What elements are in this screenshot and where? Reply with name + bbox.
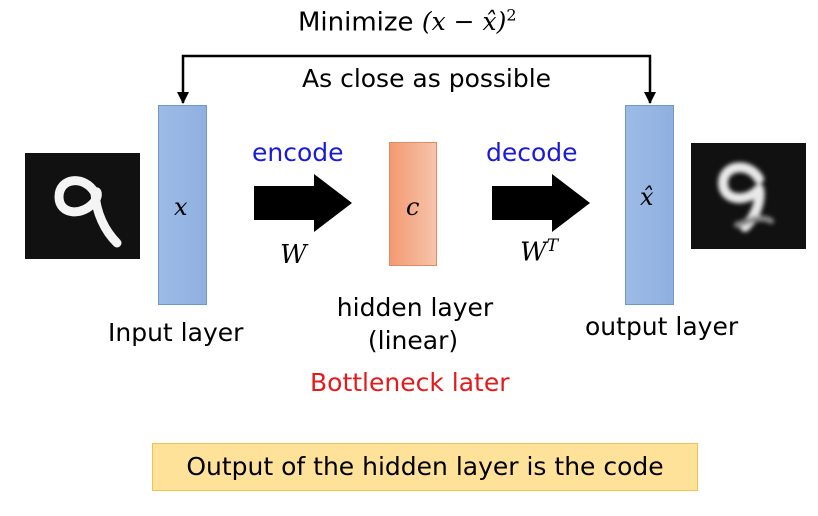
encoder-weight: W [280,240,307,270]
decoder-weight-base: W [520,237,547,268]
feedback-label: As close as possible [302,64,552,93]
hidden-layer-sublabel: (linear) [367,326,459,355]
output-variable: x̂ [640,183,654,211]
decode-arrow-icon [492,174,590,232]
hidden-layer-label: hidden layer [336,293,494,322]
input-digit-image [25,153,140,259]
hidden-variable: c [406,193,420,221]
encode-arrow-icon [254,174,352,232]
title-formula: (x − x̂)2 [421,6,517,37]
title: Minimize (x − x̂)2 [298,6,517,37]
code-note-text: Output of the hidden layer is the code [186,452,664,481]
encode-label: encode [252,138,344,167]
hidden-layer-bar [389,142,437,266]
input-layer-bar [158,105,207,305]
decode-label: decode [486,138,578,167]
decoder-weight-superscript: T [546,236,559,256]
title-prefix: Minimize [298,7,414,38]
output-digit-image [691,143,806,249]
title-formula-exponent: 2 [506,6,517,25]
output-layer-bar [625,105,674,305]
input-variable: x [174,193,188,221]
input-layer-label: Input layer [108,318,244,347]
output-layer-label: output layer [585,312,739,341]
code-note-box: Output of the hidden layer is the code [152,443,698,491]
decoder-weight: WT [520,236,558,268]
title-formula-body: (x − x̂) [421,7,507,37]
bottleneck-note: Bottleneck later [310,368,510,397]
